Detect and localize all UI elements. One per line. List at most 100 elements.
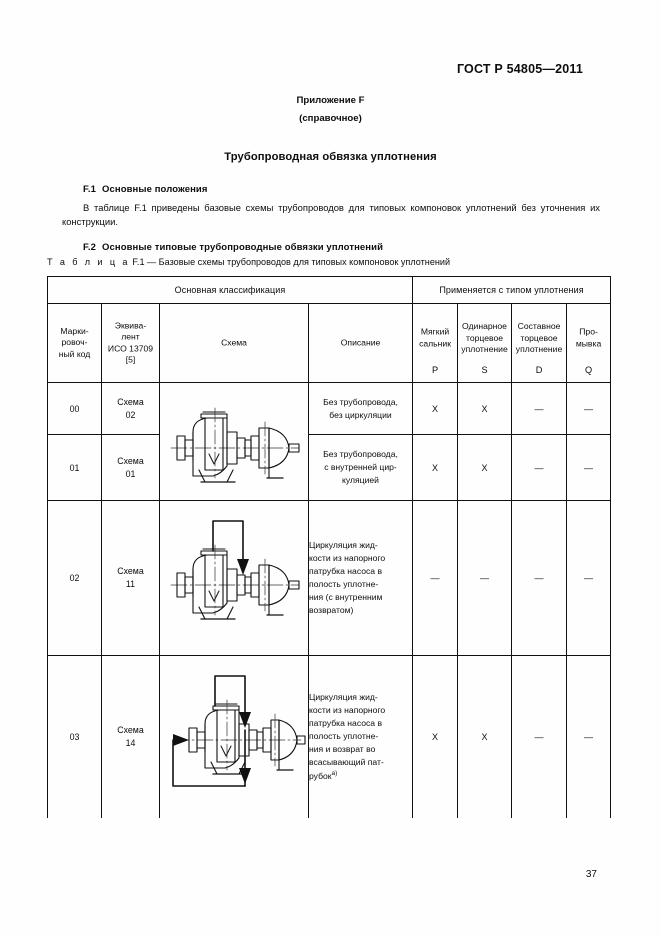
centrifugal-pump-icon xyxy=(170,407,300,483)
cell-line: Без трубопровода, xyxy=(323,396,398,407)
standard-header: ГОСТ Р 54805—2011 xyxy=(456,62,583,76)
table-group-header-row: Основная классификация Применяется с тип… xyxy=(46,276,612,304)
centrifugal-pump-plan11-icon xyxy=(170,520,300,620)
section-title-f1: Основные положения xyxy=(101,184,208,195)
cell-line: кости из напорного xyxy=(309,705,386,716)
cell-soft-packing: X xyxy=(412,382,459,435)
column-header-line: лент xyxy=(121,331,140,342)
cell-flush: — xyxy=(566,655,612,818)
cell-flush: — xyxy=(566,382,612,435)
table-body: 00 Схема 02 xyxy=(47,382,612,818)
cell-line: патрубка насоса в xyxy=(309,566,383,577)
cell-line: возвратом) xyxy=(309,604,354,615)
table-row: 01 Схема 01 Без трубопровода, с внутренн… xyxy=(47,434,612,501)
pipe-plan-table: Основная классификация Применяется с тип… xyxy=(46,276,612,818)
section-heading-f1: F.1 Основные положения xyxy=(83,184,600,195)
cell-line-with-footnote: рубокa) xyxy=(309,769,412,783)
cell-line: Без трубопровода, xyxy=(323,449,398,460)
cell-marking-code: 02 xyxy=(47,500,102,656)
table-container: Основная классификация Применяется с тип… xyxy=(46,276,612,818)
column-code-d: D xyxy=(535,364,543,375)
pump-diagram-plain xyxy=(160,383,309,500)
column-header-line: Схема xyxy=(221,337,247,348)
column-header-line: Марки- xyxy=(60,325,89,336)
column-header-single-mech-seal: Одинарное торцевое уплотнение S xyxy=(457,303,513,383)
cell-iso-equivalent: Схема 14 xyxy=(101,655,160,818)
cell-line: 02 xyxy=(125,409,136,420)
column-code-s: S xyxy=(481,364,488,375)
column-code-q: Q xyxy=(584,364,593,375)
cell-soft-packing: X xyxy=(412,434,459,501)
cell-line: патрубка насоса в xyxy=(309,717,383,728)
cell-line: кости из напорного xyxy=(309,553,386,564)
cell-line: ния и возврат во xyxy=(309,743,376,754)
cell-description: Циркуляция жид- кости из напорного патру… xyxy=(307,655,414,818)
column-header-line: ровоч- xyxy=(61,337,88,348)
cell-marking-code: 01 xyxy=(47,434,102,501)
column-header-flush: Про- мывка Q xyxy=(566,303,612,383)
cell-scheme-diagram xyxy=(159,655,309,818)
table-caption-label: Т а б л и ц а xyxy=(47,257,130,267)
cell-line: Схема xyxy=(117,455,144,466)
annex-type: (справочное) xyxy=(299,112,362,124)
column-header-line: мывка xyxy=(575,338,602,349)
section-paragraph-f1: В таблице F.1 приведены базовые схемы тр… xyxy=(62,202,600,228)
cell-single-seal: X xyxy=(457,382,513,435)
cell-line: с внутренней цир- xyxy=(324,462,397,473)
column-header-line: Мягкий xyxy=(420,326,450,337)
cell-line: Схема xyxy=(117,566,144,577)
body-text: F.1 Основные положения В таблице F.1 прив… xyxy=(62,184,600,253)
cell-line: 01 xyxy=(125,468,136,479)
cell-line: куляцией xyxy=(342,474,379,485)
cell-line: Схема xyxy=(117,396,144,407)
cell-flush: — xyxy=(566,500,612,656)
table-caption-number: F.1 xyxy=(132,257,145,267)
section-title-f2: Основные типовые трубопроводные обвязки … xyxy=(101,241,384,253)
column-header-line: Описание xyxy=(340,337,381,348)
column-header-line: [5] xyxy=(125,354,136,365)
cell-line: ния (с внутренним xyxy=(309,591,383,602)
table-row: 02 Схема 11 xyxy=(47,500,612,656)
cell-flush: — xyxy=(566,434,612,501)
page-number: 37 xyxy=(585,869,597,880)
cell-single-seal: X xyxy=(457,434,513,501)
footnote-marker: a) xyxy=(331,769,338,777)
cell-dual-seal: — xyxy=(511,655,568,818)
column-header-line: Одинарное xyxy=(462,321,507,332)
table-column-header-row: Марки- ровоч- ный код Эквива- лент ИСО 1… xyxy=(47,303,612,383)
group-header-classification: Основная классификация xyxy=(46,276,414,304)
cell-marking-code: 00 xyxy=(47,382,102,435)
cell-line: полость уплотне- xyxy=(309,730,379,741)
cell-dual-seal: — xyxy=(511,382,568,435)
pump-diagram-loop-suction xyxy=(160,656,309,818)
cell-line: Циркуляция жид- xyxy=(309,692,378,703)
table-row: 00 Схема 02 xyxy=(47,382,612,501)
cell-single-seal: — xyxy=(457,500,513,656)
page-title: Трубопроводная обвязка уплотнения xyxy=(224,151,437,163)
centrifugal-pump-plan14-icon xyxy=(171,674,306,787)
section-number-f1: F.1 xyxy=(83,184,96,195)
cell-soft-packing: — xyxy=(412,500,459,656)
table-caption: Т а б л и ц а F.1 — Базовые схемы трубоп… xyxy=(47,257,450,267)
cell-soft-packing: X xyxy=(412,655,459,818)
column-header-line: торцевое xyxy=(466,332,504,343)
cell-line: без циркуляции xyxy=(329,409,392,420)
column-header-line: ИСО 13709 xyxy=(107,343,154,353)
column-header-line: Про- xyxy=(579,326,598,337)
cell-line: полость уплотне- xyxy=(309,579,379,589)
table-caption-dash: — xyxy=(147,257,157,267)
cell-line: рубок xyxy=(309,770,332,781)
cell-iso-equivalent: Схема 02 xyxy=(101,382,160,435)
table-head: Основная классификация Применяется с тип… xyxy=(46,276,612,383)
cell-scheme-diagram xyxy=(159,500,309,656)
cell-line: всасывающий пат- xyxy=(309,756,384,767)
annex-caption: Приложение F (справочное) xyxy=(0,92,661,127)
column-header-marking-code: Марки- ровоч- ный код xyxy=(47,303,102,383)
cell-iso-equivalent: Схема 11 xyxy=(101,500,160,656)
cell-dual-seal: — xyxy=(511,434,568,501)
cell-single-seal: X xyxy=(457,655,513,818)
cell-description: Без трубопровода, без циркуляции xyxy=(307,382,414,435)
column-header-line: уплотнение xyxy=(461,343,508,354)
column-header-description: Описание xyxy=(307,303,414,383)
